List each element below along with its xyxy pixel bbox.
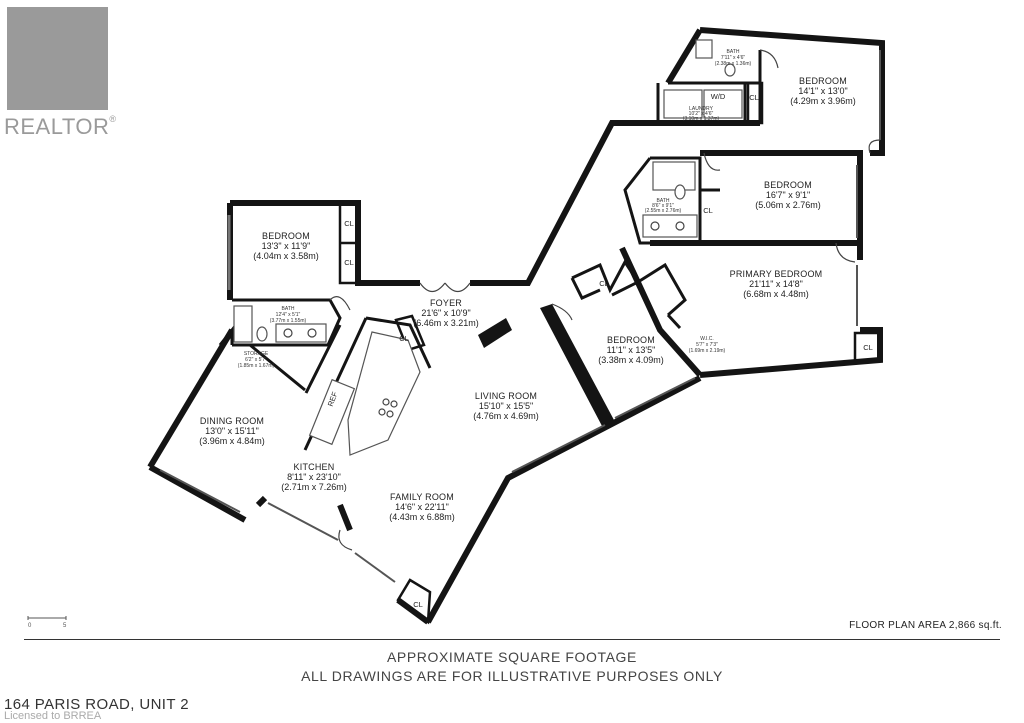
svg-text:21'11" x 14'8": 21'11" x 14'8" — [749, 279, 803, 289]
label-living-room: LIVING ROOM 15'10" x 15'5" (4.76m x 4.69… — [473, 391, 539, 421]
svg-text:21'6" x 10'9": 21'6" x 10'9" — [421, 308, 470, 318]
label-family-room: FAMILY ROOM 14'6" x 22'11" (4.43m x 6.88… — [389, 492, 455, 522]
svg-text:(4.76m x 4.69m): (4.76m x 4.69m) — [473, 411, 539, 421]
svg-text:BATH: BATH — [657, 198, 670, 204]
svg-text:CL: CL — [863, 343, 873, 352]
label-storage: STORAGE 6'2" x 5'7" (1.85m x 1.67m) — [238, 351, 275, 369]
svg-text:CL: CL — [344, 258, 354, 267]
svg-text:W/D: W/D — [711, 92, 726, 101]
svg-text:FAMILY ROOM: FAMILY ROOM — [390, 492, 454, 502]
svg-text:BEDROOM: BEDROOM — [799, 76, 847, 86]
illustrative-text: ALL DRAWINGS ARE FOR ILLUSTRATIVE PURPOS… — [301, 668, 723, 684]
svg-text:(6.68m x 4.48m): (6.68m x 4.48m) — [743, 289, 809, 299]
svg-text:FOYER: FOYER — [430, 298, 462, 308]
svg-text:(2.55m x 2.76m): (2.55m x 2.76m) — [645, 208, 682, 214]
svg-text:5: 5 — [63, 623, 67, 629]
svg-text:13'0" x 15'11": 13'0" x 15'11" — [205, 426, 259, 436]
svg-text:CL: CL — [399, 334, 409, 343]
svg-text:BEDROOM: BEDROOM — [607, 335, 655, 345]
svg-text:(4.43m x 6.88m): (4.43m x 6.88m) — [389, 512, 455, 522]
label-bedroom-ne: BEDROOM 14'1" x 13'0" (4.29m x 3.96m) — [790, 76, 856, 106]
windows — [159, 50, 881, 583]
label-bedroom-west: BEDROOM 13'3" x 11'9" (4.04m x 3.58m) — [253, 231, 319, 261]
property-address: 164 PARIS ROAD, UNIT 2 — [4, 696, 189, 713]
svg-text:(3.77m x 1.55m): (3.77m x 1.55m) — [270, 318, 307, 324]
label-bedroom-e: BEDROOM 16'7" x 9'1" (5.06m x 2.76m) — [755, 180, 821, 210]
floor-plan-area: FLOOR PLAN AREA 2,866 sq.ft. — [849, 620, 1002, 631]
svg-text:7'11" x 4'6": 7'11" x 4'6" — [721, 55, 745, 61]
svg-text:CL: CL — [413, 600, 423, 609]
svg-text:STORAGE: STORAGE — [244, 351, 269, 357]
svg-text:13'3" x 11'9": 13'3" x 11'9" — [262, 241, 311, 251]
footer-divider — [24, 639, 1000, 640]
label-bath-ne: BATH 7'11" x 4'6" (2.38m x 1.36m) — [715, 49, 752, 67]
label-bath-west: BATH 12'4" x 5'1" (3.77m x 1.55m) — [270, 306, 307, 324]
svg-text:(2.38m x 1.36m): (2.38m x 1.36m) — [715, 61, 752, 67]
approx-footage-text: APPROXIMATE SQUARE FOOTAGE — [386, 649, 637, 665]
svg-text:DINING ROOM: DINING ROOM — [200, 416, 264, 426]
svg-text:0: 0 — [28, 623, 32, 629]
svg-text:BATH: BATH — [282, 306, 295, 312]
svg-text:(2.71m x 7.26m): (2.71m x 7.26m) — [281, 482, 347, 492]
svg-text:6'2" x 5'7": 6'2" x 5'7" — [245, 357, 267, 363]
svg-text:(3.38m x 4.09m): (3.38m x 4.09m) — [598, 355, 664, 365]
floor-plan-diagram: BEDROOM 14'1" x 13'0" (4.29m x 3.96m) BA… — [147, 27, 885, 625]
svg-text:5'7" x 7'3": 5'7" x 7'3" — [696, 342, 718, 348]
realtor-logo-icon — [7, 7, 108, 110]
label-wic: W.I.C. 5'7" x 7'3" (1.69m x 2.19m) — [689, 336, 726, 354]
svg-text:8'6" x 9'1": 8'6" x 9'1" — [652, 203, 674, 209]
svg-text:(6.46m x 3.21m): (6.46m x 3.21m) — [413, 318, 479, 328]
realtor-logo-text: REALTOR® — [4, 114, 117, 139]
svg-text:CL: CL — [599, 279, 609, 288]
disclaimer: APPROXIMATE SQUARE FOOTAGE ALL DRAWINGS … — [0, 648, 1024, 686]
label-dining-room: DINING ROOM 13'0" x 15'11" (3.96m x 4.84… — [199, 416, 265, 446]
svg-text:8'11" x 23'10": 8'11" x 23'10" — [287, 472, 341, 482]
exterior-walls — [147, 27, 885, 625]
closets — [338, 81, 881, 625]
svg-text:CL: CL — [749, 93, 759, 102]
label-primary-bedroom: PRIMARY BEDROOM 21'11" x 14'8" (6.68m x … — [730, 269, 823, 299]
label-foyer: FOYER 21'6" x 10'9" (6.46m x 3.21m) — [413, 298, 479, 328]
svg-text:LAUNDRY: LAUNDRY — [689, 106, 713, 112]
svg-text:(1.69m x 2.19m): (1.69m x 2.19m) — [689, 348, 726, 354]
door-swings — [329, 49, 881, 551]
svg-text:(5.06m x 2.76m): (5.06m x 2.76m) — [755, 200, 821, 210]
svg-text:(3.10m x 1.37m): (3.10m x 1.37m) — [683, 116, 720, 122]
svg-text:W.I.C.: W.I.C. — [700, 336, 714, 342]
svg-text:(3.96m x 4.84m): (3.96m x 4.84m) — [199, 436, 265, 446]
svg-text:10'2" x 4'6": 10'2" x 4'6" — [689, 111, 714, 117]
label-kitchen: KITCHEN 8'11" x 23'10" (2.71m x 7.26m) — [281, 462, 347, 492]
svg-text:PRIMARY BEDROOM: PRIMARY BEDROOM — [730, 269, 823, 279]
svg-text:14'6" x 22'11": 14'6" x 22'11" — [395, 502, 449, 512]
svg-text:LIVING ROOM: LIVING ROOM — [475, 391, 537, 401]
svg-text:14'1" x 13'0": 14'1" x 13'0" — [798, 86, 847, 96]
svg-text:(4.04m x 3.58m): (4.04m x 3.58m) — [253, 251, 319, 261]
living-bedroom-wall — [540, 304, 614, 426]
svg-text:11'1" x 13'5": 11'1" x 13'5" — [607, 345, 656, 355]
svg-text:(4.29m x 3.96m): (4.29m x 3.96m) — [790, 96, 856, 106]
svg-text:KITCHEN: KITCHEN — [294, 462, 335, 472]
svg-text:BEDROOM: BEDROOM — [764, 180, 812, 190]
closet-labels: CL CL CL CL CL CL CL CL — [344, 93, 873, 609]
svg-text:CL: CL — [344, 219, 354, 228]
svg-text:CL: CL — [703, 206, 713, 215]
license-watermark: Licensed to BRREA — [4, 710, 102, 722]
svg-text:15'10" x 15'5": 15'10" x 15'5" — [479, 401, 533, 411]
fixtures — [233, 39, 743, 456]
label-bedroom-central: BEDROOM 11'1" x 13'5" (3.38m x 4.09m) — [598, 335, 664, 365]
svg-text:BEDROOM: BEDROOM — [262, 231, 310, 241]
label-laundry: LAUNDRY 10'2" x 4'6" (3.10m x 1.37m) W/D — [683, 92, 726, 122]
column — [478, 318, 512, 348]
svg-text:BATH: BATH — [727, 49, 740, 55]
svg-text:12'4" x 5'1": 12'4" x 5'1" — [276, 312, 301, 318]
svg-text:(1.85m x 1.67m): (1.85m x 1.67m) — [238, 363, 275, 369]
label-bath-e: BATH 8'6" x 9'1" (2.55m x 2.76m) — [645, 198, 682, 214]
scale-bar: 0 5 — [27, 616, 67, 629]
svg-text:16'7" x 9'1": 16'7" x 9'1" — [766, 190, 810, 200]
